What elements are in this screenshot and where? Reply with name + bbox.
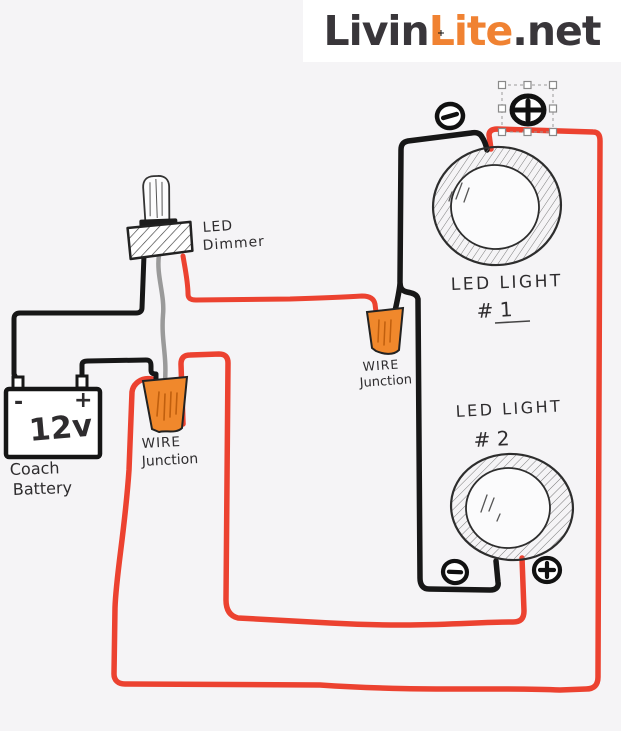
led2-label-line1: LED LIGHT <box>455 396 563 421</box>
led2-positive-cross <box>537 560 557 580</box>
selection-handle-nw[interactable] <box>497 80 507 90</box>
red-wire-dimmer-to-junction <box>180 253 379 315</box>
dimmer-box-hatch <box>126 220 194 261</box>
site-logo: LivinLite.net <box>303 0 621 62</box>
led2-label-line2: # 2 <box>473 426 510 452</box>
led-light-1 <box>431 145 563 267</box>
led1-inner-ring <box>450 164 540 250</box>
selection-handle-w[interactable] <box>497 104 507 113</box>
led1-label-line2: # 1 <box>476 297 513 323</box>
battery-post-positive <box>75 374 89 390</box>
gray-wire-dimmer-to-junction <box>156 252 168 384</box>
battery-label-line1: Coach <box>9 458 59 479</box>
site-logo-text: LivinLite.net <box>324 10 602 52</box>
battery-plus-sign: + <box>74 388 92 413</box>
wire-junction-middle <box>365 306 405 355</box>
logo-part-livin: Livin <box>323 6 430 55</box>
dimmer-label-line2: Dimmer <box>202 234 265 254</box>
wire-junction-left-texture <box>156 391 178 421</box>
led1-reflection-marks <box>448 182 470 203</box>
selection-handle-n[interactable] <box>523 80 532 90</box>
black-wire-battery-neg-to-dimmer <box>11 252 147 381</box>
selection-handle-sw[interactable] <box>497 127 507 137</box>
cursor-mark-icon <box>438 30 444 36</box>
selection-handle-s[interactable] <box>523 127 532 137</box>
selection-handle-e[interactable] <box>548 104 558 113</box>
led1-negative-bar <box>440 111 460 121</box>
led2-positive-terminal-icon <box>531 555 563 585</box>
led2-negative-bar <box>446 569 464 575</box>
coach-battery: - + 12v <box>3 374 103 460</box>
red-wire-outer-loop <box>111 126 603 693</box>
selection-box[interactable] <box>497 80 558 137</box>
dimmer-knob-ridges <box>149 179 163 219</box>
battery-minus-sign: - <box>14 390 23 415</box>
led2-negative-terminal-icon <box>440 558 470 586</box>
wire-junction-middle-texture <box>377 319 392 346</box>
led1-positive-terminal-icon[interactable] <box>509 93 547 127</box>
selection-handle-ne[interactable] <box>548 80 558 90</box>
black-wire-led-negatives <box>397 129 501 593</box>
wire-junction-left <box>141 375 189 434</box>
dimmer-label-line1: LED <box>202 218 233 236</box>
wires <box>11 126 603 693</box>
led2-inner-ring <box>465 467 551 549</box>
led1-number-underline <box>494 320 531 324</box>
logo-part-lite: Lite <box>428 6 514 55</box>
selection-handle-se[interactable] <box>548 127 558 137</box>
led1-positive-cross[interactable] <box>512 98 544 123</box>
red-wire-inner-loop <box>178 351 527 628</box>
led1-label-line1: LED LIGHT <box>450 271 563 295</box>
junction-left-label-line2: Junction <box>140 451 198 470</box>
led-dimmer <box>126 175 194 261</box>
battery-label-line2: Battery <box>12 478 72 499</box>
black-wire-branch-into-junction <box>392 281 403 314</box>
junction-left-label-line1: WIRE <box>141 434 181 452</box>
logo-part-net: .net <box>512 6 601 55</box>
battery-body <box>3 386 103 460</box>
selection-handles[interactable] <box>497 80 558 137</box>
battery-voltage: 12v <box>28 408 94 449</box>
led-light-2 <box>449 452 575 562</box>
junction-middle-label-line2: Junction <box>358 372 412 391</box>
led2-reflection-marks <box>480 494 501 522</box>
junction-middle-label-line1: WIRE <box>362 356 400 374</box>
black-wire-battery-pos-to-junction <box>79 357 159 384</box>
led1-negative-terminal-icon <box>434 101 466 131</box>
